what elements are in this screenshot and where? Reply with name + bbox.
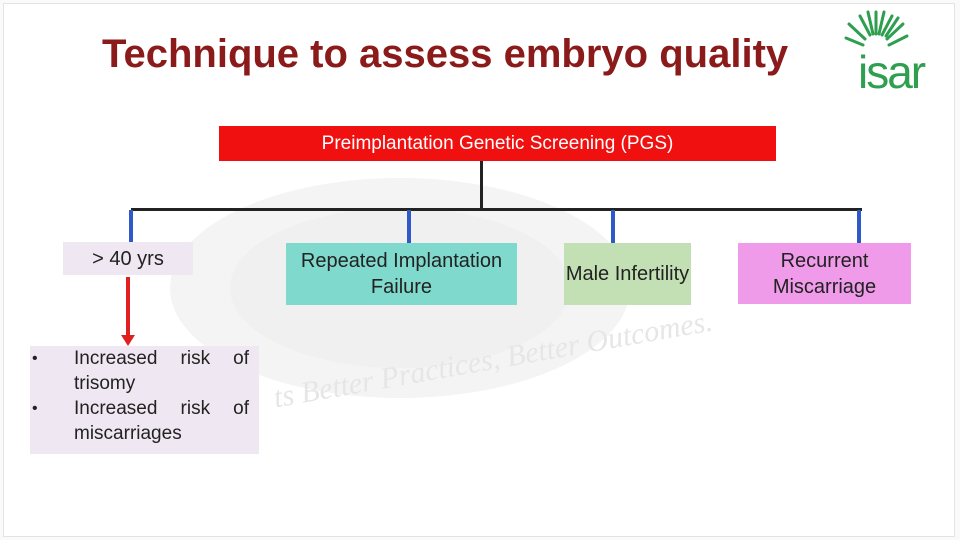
bullet-icon: • bbox=[32, 350, 38, 367]
tick-rm bbox=[857, 210, 861, 243]
outcome-list: • Increased risk of trisomy • Increased ri… bbox=[30, 346, 259, 446]
down-arrow-shaft bbox=[126, 277, 130, 337]
branch-bar bbox=[131, 208, 862, 211]
page-title: Technique to assess embryo quality bbox=[102, 32, 789, 76]
outcome-text: Increased risk of trisomy bbox=[74, 348, 249, 394]
outcome-item: • Increased risk of trisomy bbox=[30, 346, 249, 396]
outcome-text: Increased risk of miscarriages bbox=[74, 398, 249, 444]
branch-rif-box: Repeated Implantation Failure bbox=[286, 243, 517, 305]
isar-logo: isar bbox=[844, 10, 928, 94]
bullet-icon: • bbox=[32, 400, 38, 417]
outcome-item: • Increased risk of miscarriages bbox=[30, 396, 249, 446]
branch-age-box: > 40 yrs bbox=[63, 242, 193, 275]
pgs-root-box: Preimplantation Genetic Screening (PGS) bbox=[219, 126, 776, 161]
down-arrow-icon bbox=[121, 335, 135, 346]
tick-rif bbox=[407, 210, 411, 243]
root-stem bbox=[480, 161, 483, 209]
tick-male bbox=[611, 210, 615, 243]
tick-age bbox=[129, 210, 133, 243]
logo-text: isar bbox=[858, 46, 926, 94]
branch-male-infertility-box: Male Infertility bbox=[564, 243, 691, 305]
age-outcomes-box: • Increased risk of trisomy • Increased ri… bbox=[30, 346, 259, 454]
branch-recurrent-miscarriage-box: Recurrent Miscarriage bbox=[738, 243, 911, 304]
sunburst-icon bbox=[844, 10, 909, 47]
